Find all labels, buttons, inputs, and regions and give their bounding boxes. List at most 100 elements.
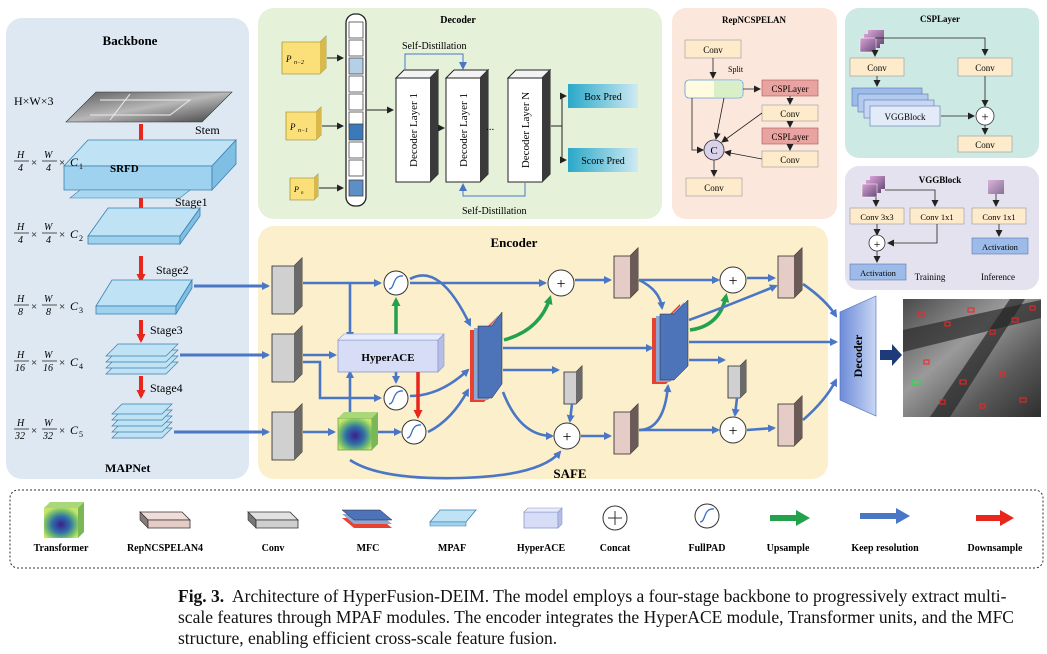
score-pred: Score Pred [568, 148, 638, 172]
svg-text:8: 8 [46, 307, 51, 318]
decoder-title: Decoder [440, 15, 476, 26]
stage4-mpaf [111, 403, 173, 439]
svg-text:C: C [70, 227, 79, 241]
legend-label-repncspelan4: RepNCSPELAN4 [127, 543, 203, 554]
p-n-input: P n [289, 173, 319, 201]
svg-text:4: 4 [46, 163, 51, 174]
legend-label-conv: Conv [262, 543, 285, 554]
svg-text:H: H [16, 150, 25, 161]
decoder-layer-n: Decoder Layer N [506, 68, 552, 183]
legend-label-keep: Keep resolution [851, 543, 919, 554]
svg-text:+: + [728, 273, 737, 290]
feature-cube [859, 30, 884, 53]
conv-box: Conv [957, 135, 1013, 153]
svg-text:W: W [44, 418, 54, 429]
svg-text:H: H [16, 418, 25, 429]
repncspelan4-block [777, 247, 803, 299]
svg-text:Conv: Conv [703, 45, 723, 55]
svg-text:HyperACE: HyperACE [361, 352, 414, 364]
split-bar [684, 79, 744, 99]
legend-mfc-icon [341, 509, 393, 528]
keep-resolution-arrow [501, 274, 838, 440]
svg-text:Conv: Conv [975, 140, 995, 150]
legend-label-fullpad: FullPAD [688, 543, 725, 554]
decoder-panel: Decoder P n−2 P n−1 P n [258, 8, 662, 219]
conv-block [271, 325, 303, 383]
svg-text:4: 4 [18, 235, 23, 246]
svg-text:Decoder Layer 1: Decoder Layer 1 [458, 93, 470, 167]
svg-text:P: P [289, 122, 296, 132]
csplayer-box-2: CSPLayer [761, 127, 819, 145]
caption-text: Architecture of HyperFusion-DEIM. The mo… [178, 586, 1014, 648]
conv-block [271, 257, 303, 315]
caption-label: Fig. 3. [178, 586, 225, 606]
csplayer-box-1: CSPLayer [761, 79, 819, 97]
concat-circle: + [868, 234, 886, 252]
repncspelan-panel: RepNCSPELAN Conv Split CSPLayer Conv CSP… [672, 8, 837, 219]
stage1-label: Stage1 [175, 195, 208, 209]
svg-text:8: 8 [18, 307, 23, 318]
conv-block [563, 365, 583, 405]
stem-label: Stem [195, 123, 220, 137]
svg-text:C: C [710, 145, 717, 157]
concat-node: + [547, 269, 575, 297]
legend-label-transformer: Transformer [34, 543, 89, 554]
concat-circle: C [703, 139, 725, 161]
legend-label-hyperace: HyperACE [517, 543, 566, 554]
svg-text:P: P [285, 54, 292, 64]
svg-text:16: 16 [43, 363, 53, 374]
svg-text:×: × [59, 301, 65, 313]
svg-text:×: × [59, 357, 65, 369]
fullpad-node [383, 270, 409, 296]
svg-text:5: 5 [79, 430, 83, 439]
svg-text:n: n [301, 191, 304, 196]
svg-text:W: W [44, 294, 54, 305]
svg-text:4: 4 [46, 235, 51, 246]
svg-text:Conv 1x1: Conv 1x1 [920, 212, 953, 222]
svg-text:+: + [981, 109, 988, 124]
svg-text:W: W [44, 222, 54, 233]
keep-resolution-arrow [174, 282, 270, 436]
concat-circle: + [975, 106, 995, 126]
backbone-title: Backbone [103, 33, 158, 48]
input-size-label: H×W×3 [14, 94, 54, 108]
vggblock-stack: VGGBlock [851, 87, 941, 127]
legend-conv-icon [247, 511, 299, 529]
repncspelan4-block [613, 403, 639, 455]
conv1x1-box: Conv 1x1 [909, 207, 965, 225]
legend-repncspelan4-icon [139, 511, 191, 529]
legend-upsample-icon [770, 510, 810, 526]
safe-label: SAFE [553, 466, 586, 481]
mfc-block [470, 311, 503, 402]
svg-text:W: W [44, 350, 54, 361]
svg-text:Conv: Conv [704, 183, 724, 193]
svg-text:P: P [293, 185, 299, 194]
svg-text:Conv: Conv [780, 109, 800, 119]
svg-text:16: 16 [15, 363, 25, 374]
feature-cube [988, 180, 1004, 194]
stage3-label: Stage3 [150, 323, 183, 337]
split-label: Split [728, 65, 744, 74]
self-distillation-top: Self-Distillation [402, 41, 466, 52]
input-image [65, 91, 233, 123]
conv-box: Conv [685, 177, 743, 197]
legend-hyperace-icon [523, 507, 563, 529]
stage4-label: Stage4 [150, 381, 183, 395]
vggblock-panel: VGGBlock Conv 3x3 Conv 1x1 + Activation … [845, 166, 1039, 290]
stage2-mpaf [95, 278, 193, 316]
svg-text:W: W [44, 150, 54, 161]
svg-text:+: + [556, 276, 565, 293]
svg-text:Decoder: Decoder [851, 334, 865, 377]
conv-block [727, 359, 747, 399]
svg-text:C: C [70, 155, 79, 169]
legend-label-upsample: Upsample [767, 543, 810, 554]
conv1x1-box: Conv 1x1 [971, 207, 1027, 225]
legend-label-downsample: Downsample [967, 543, 1023, 554]
conv-box: Conv [957, 57, 1013, 77]
svg-text:Conv: Conv [867, 63, 887, 73]
